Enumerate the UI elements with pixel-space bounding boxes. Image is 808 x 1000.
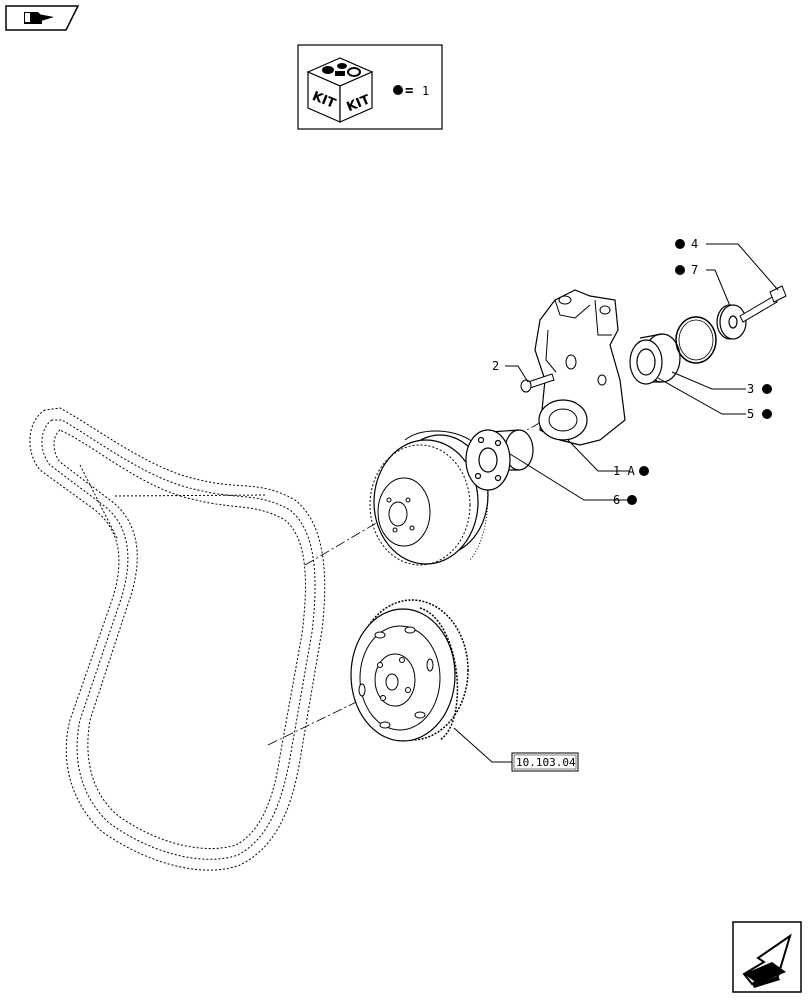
reference-text: 10.103.04 (516, 756, 576, 769)
kit-marker-dot (393, 85, 403, 95)
mounting-bracket (534, 289, 626, 446)
pulley-hub (465, 429, 534, 491)
callout-2: 2 (492, 359, 499, 373)
callout-6: 6 (613, 493, 637, 507)
kit-marker-dot (675, 265, 685, 275)
reference-link[interactable]: 10.103.04 (511, 752, 579, 772)
kit-marker-dot (762, 384, 772, 394)
callout-6-text: 6 (613, 493, 620, 507)
callout-4-text: 4 (691, 237, 698, 251)
bolt-small (520, 373, 555, 393)
bolt-long (739, 285, 787, 323)
callout-1a: 1 A (613, 464, 649, 478)
callout-4: 4 (675, 237, 698, 251)
kit-number: 1 (422, 84, 429, 98)
callout-1a-text: 1 A (613, 464, 635, 478)
callout-3: 3 (747, 382, 772, 396)
callout-7: 7 (675, 263, 698, 277)
kit-marker-dot (627, 495, 637, 505)
next-page-button[interactable] (732, 921, 802, 993)
callout-7-text: 7 (691, 263, 698, 277)
kit-equals: = (405, 83, 413, 99)
washer (716, 304, 747, 340)
leader-lines (453, 243, 779, 763)
callout-5: 5 (747, 407, 772, 421)
crankshaft-damper (350, 599, 469, 742)
callout-2-text: 2 (492, 359, 499, 373)
page-forward-icon (742, 933, 792, 988)
callout-3-text: 3 (747, 382, 754, 396)
kit-box-icon: KIT KIT (306, 57, 374, 123)
kit-marker-dot (675, 239, 685, 249)
drive-belt (29, 407, 326, 871)
bearing (629, 333, 681, 385)
kit-marker-dot (639, 466, 649, 476)
kit-legend: KIT KIT = 1 (297, 44, 443, 130)
snap-ring (675, 316, 717, 364)
book-back-icon (24, 12, 54, 24)
kit-marker-dot (762, 409, 772, 419)
fan-pulley (369, 430, 489, 566)
back-nav-button[interactable] (5, 5, 80, 31)
callout-5-text: 5 (747, 407, 754, 421)
